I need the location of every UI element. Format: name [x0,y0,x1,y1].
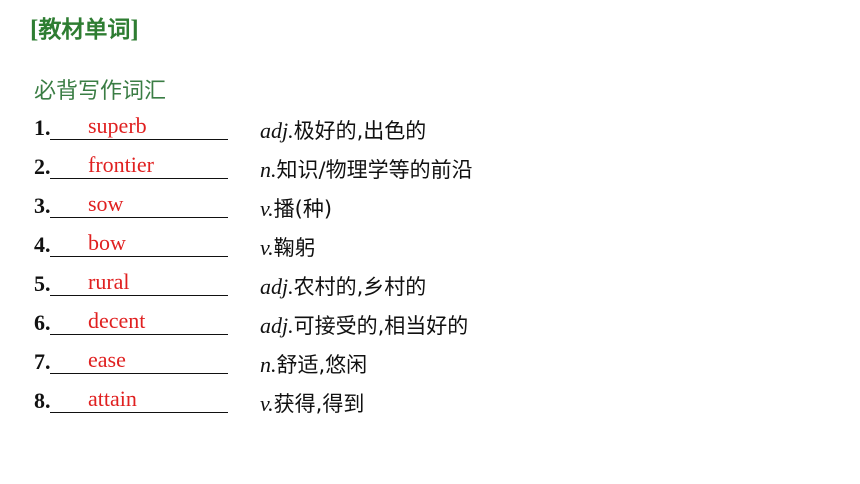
meaning: 知识/物理学等的前沿 [276,158,473,182]
vocab-row: 3. sow v.播(种) [34,191,814,223]
item-number: 4. [34,232,51,257]
answer-blank [50,217,228,218]
item-number: 2. [34,154,51,179]
title-bracket-close: ] [130,16,139,43]
title-bracket-open: [ [30,16,39,43]
definition: adj.极好的,出色的 [260,115,426,145]
vocab-row: 8. attain v.获得,得到 [34,386,814,418]
item-number: 1. [34,115,51,140]
answer-blank [50,412,228,413]
part-of-speech: adj. [260,118,294,143]
definition: v.鞠躬 [260,232,316,262]
answer-word: frontier [88,152,154,177]
item-number: 3. [34,193,51,218]
definition: n.舒适,悠闲 [260,349,367,379]
answer-blank [50,178,228,179]
section-heading: 必背写作词汇 [34,79,167,104]
vocab-row: 4. bow v.鞠躬 [34,230,814,262]
part-of-speech: n. [260,157,277,182]
vocab-row: 6. decent adj.可接受的,相当好的 [34,308,814,340]
part-of-speech: v. [260,391,274,416]
answer-blank [50,295,228,296]
definition: v.获得,得到 [260,388,364,418]
part-of-speech: v. [260,196,274,221]
vocab-row: 7. ease n.舒适,悠闲 [34,347,814,379]
vocab-row: 2. frontier n.知识/物理学等的前沿 [34,152,814,184]
item-number: 6. [34,310,51,335]
meaning: 极好的,出色的 [293,119,427,143]
part-of-speech: adj. [260,313,294,338]
answer-word: superb [88,113,147,138]
part-of-speech: adj. [260,274,294,299]
meaning: 鞠躬 [273,236,316,260]
answer-word: bow [88,230,126,255]
meaning: 播(种) [273,197,333,221]
part-of-speech: n. [260,352,277,377]
answer-word: decent [88,308,146,333]
answer-word: rural [88,269,130,294]
definition: v.播(种) [260,193,332,223]
vocab-row: 1. superb adj.极好的,出色的 [34,113,814,145]
title-text: 教材单词 [38,17,131,43]
answer-word: attain [88,386,137,411]
answer-blank [50,334,228,335]
item-number: 7. [34,349,51,374]
item-number: 5. [34,271,51,296]
definition: n.知识/物理学等的前沿 [260,154,473,184]
meaning: 舒适,悠闲 [276,353,368,377]
definition: adj.可接受的,相当好的 [260,310,468,340]
page-title: [教材单词] [30,10,139,44]
answer-blank [50,256,228,257]
meaning: 获得,得到 [273,392,365,416]
meaning: 可接受的,相当好的 [293,314,469,338]
answer-word: sow [88,191,124,216]
part-of-speech: v. [260,235,274,260]
answer-blank [50,373,228,374]
meaning: 农村的,乡村的 [293,275,427,299]
vocab-row: 5. rural adj.农村的,乡村的 [34,269,814,301]
answer-word: ease [88,347,126,372]
item-number: 8. [34,388,51,413]
answer-blank [50,139,228,140]
definition: adj.农村的,乡村的 [260,271,426,301]
